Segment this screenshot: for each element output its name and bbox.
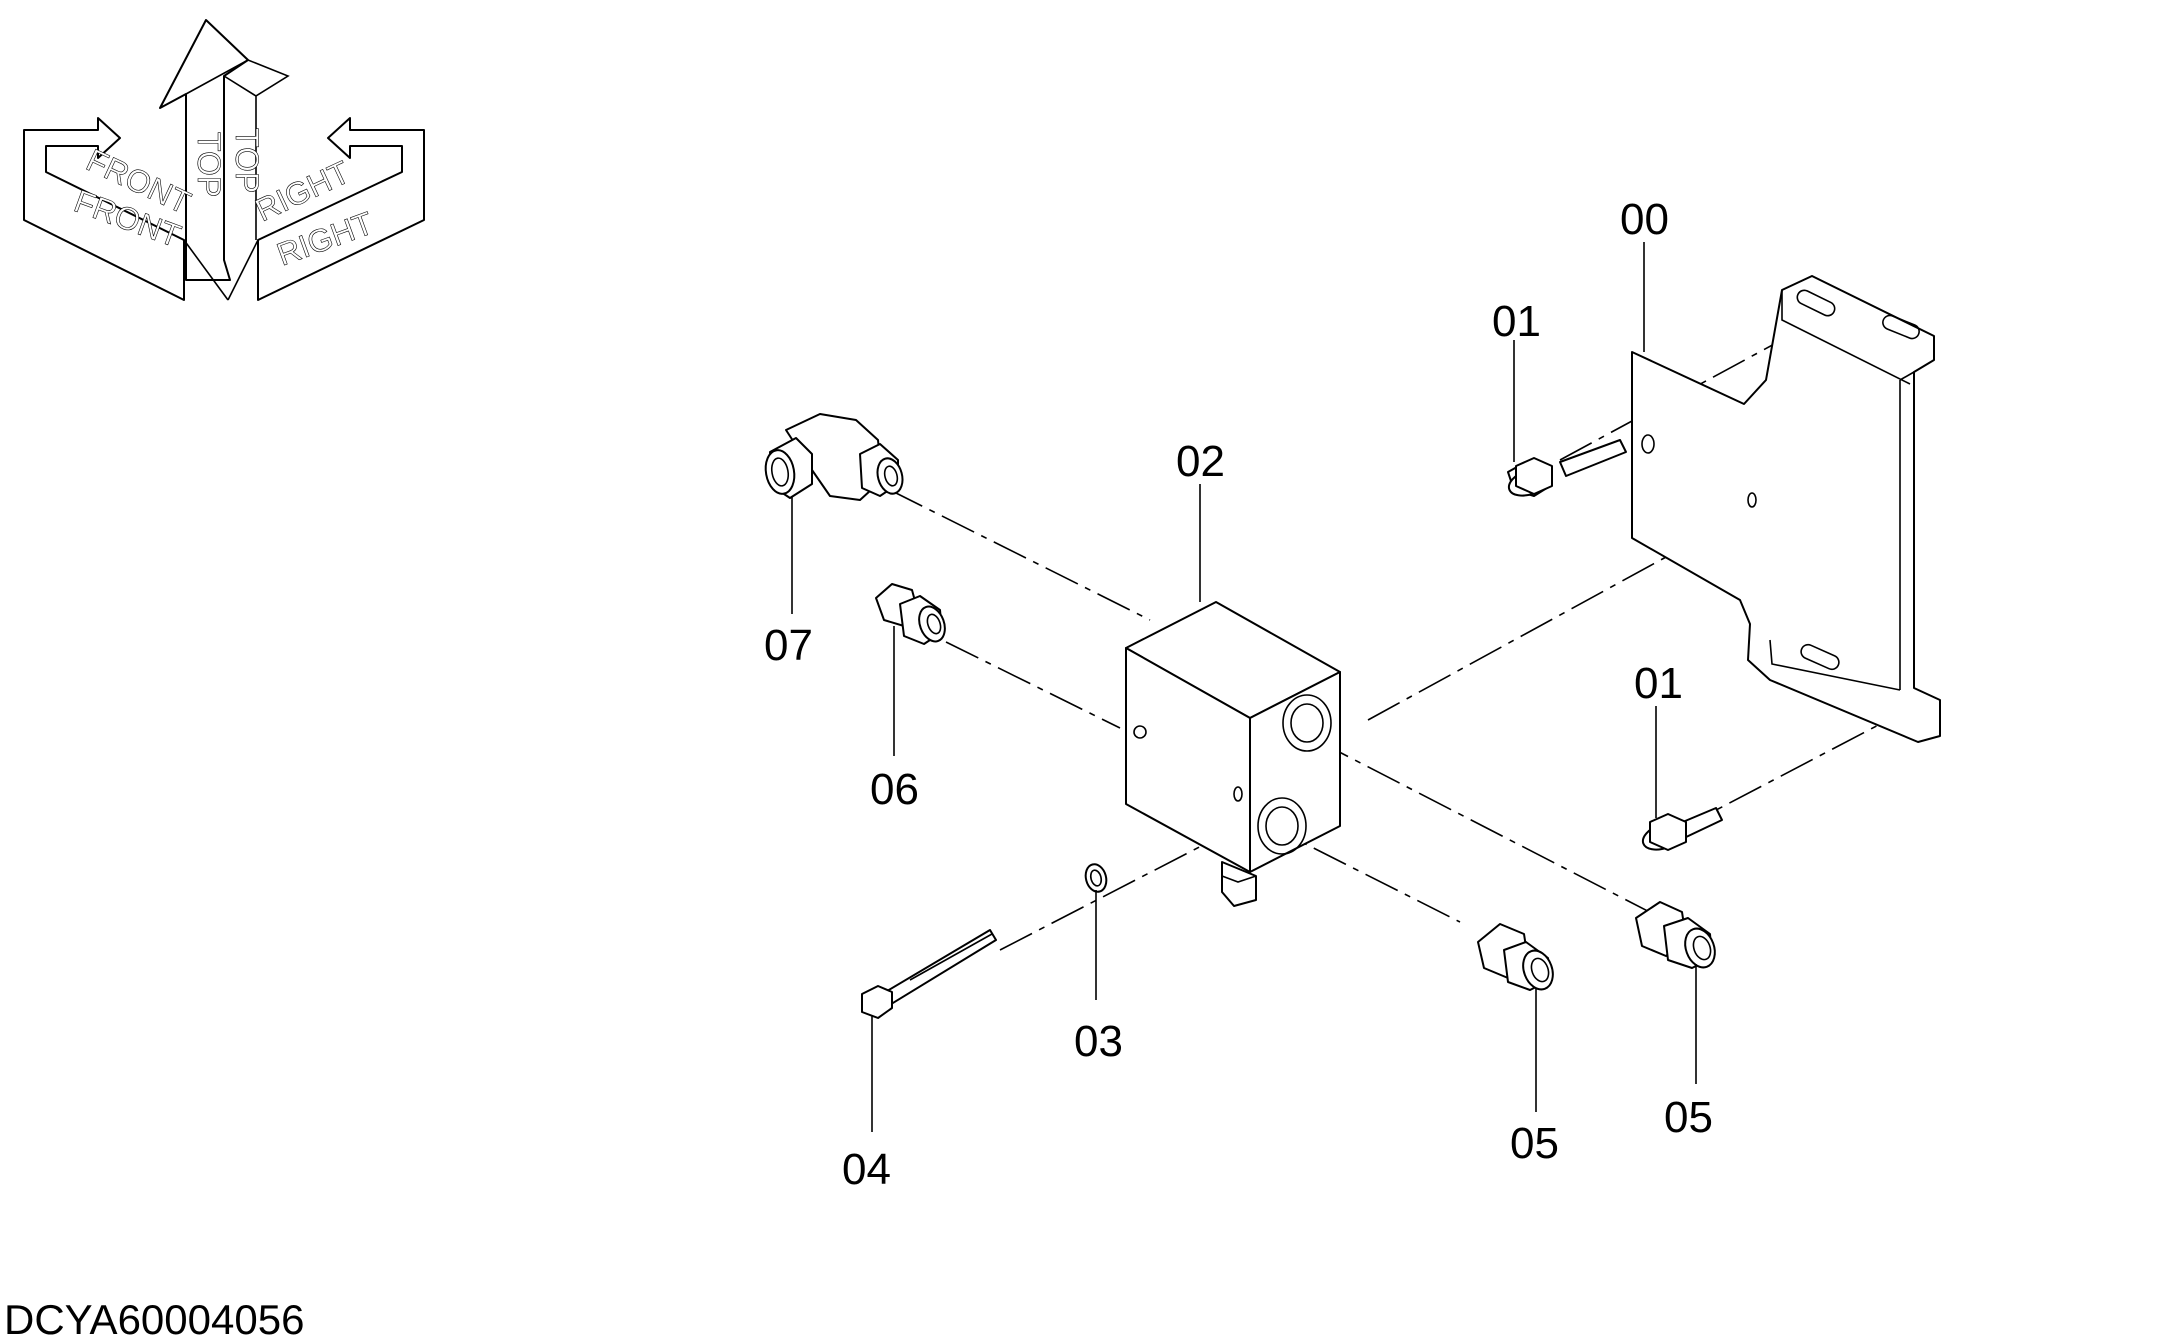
elbow-fitting: [764, 413, 904, 501]
plug-fitting: [875, 583, 946, 645]
flange-bolt-lower: [1641, 807, 1723, 851]
mounting-bracket: [1631, 275, 1941, 743]
orientation-indicator: TOP TOP FRONT FRONT RIGHT RIGHT: [23, 19, 425, 301]
callout-03: 03: [1074, 1017, 1123, 1066]
washer: [1084, 863, 1108, 893]
leader-lines: [791, 242, 1697, 1132]
top-label: TOP: [191, 132, 227, 197]
adapter-fitting-right: [1635, 901, 1716, 969]
callout-06: 06: [870, 765, 919, 814]
valve-block: [1125, 601, 1341, 907]
callout-01-upper: 01: [1492, 297, 1541, 346]
long-bolt: [861, 929, 997, 1019]
callout-00: 00: [1620, 195, 1669, 244]
top-label-shadow: TOP: [229, 128, 265, 193]
callout-04: 04: [842, 1145, 891, 1194]
callout-02: 02: [1176, 437, 1225, 486]
callout-05-right: 05: [1664, 1093, 1713, 1142]
drawing-id: DCYA60004056: [4, 1296, 305, 1343]
callout-05-bottom: 05: [1510, 1119, 1559, 1168]
adapter-fitting-bottom: [1477, 923, 1554, 991]
callout-labels: 00 01 01 02 03 04 05 05 06 07: [764, 195, 1713, 1194]
callout-01-lower: 01: [1634, 659, 1683, 708]
flange-bolt-upper: [1507, 439, 1627, 497]
callout-07: 07: [764, 621, 813, 670]
